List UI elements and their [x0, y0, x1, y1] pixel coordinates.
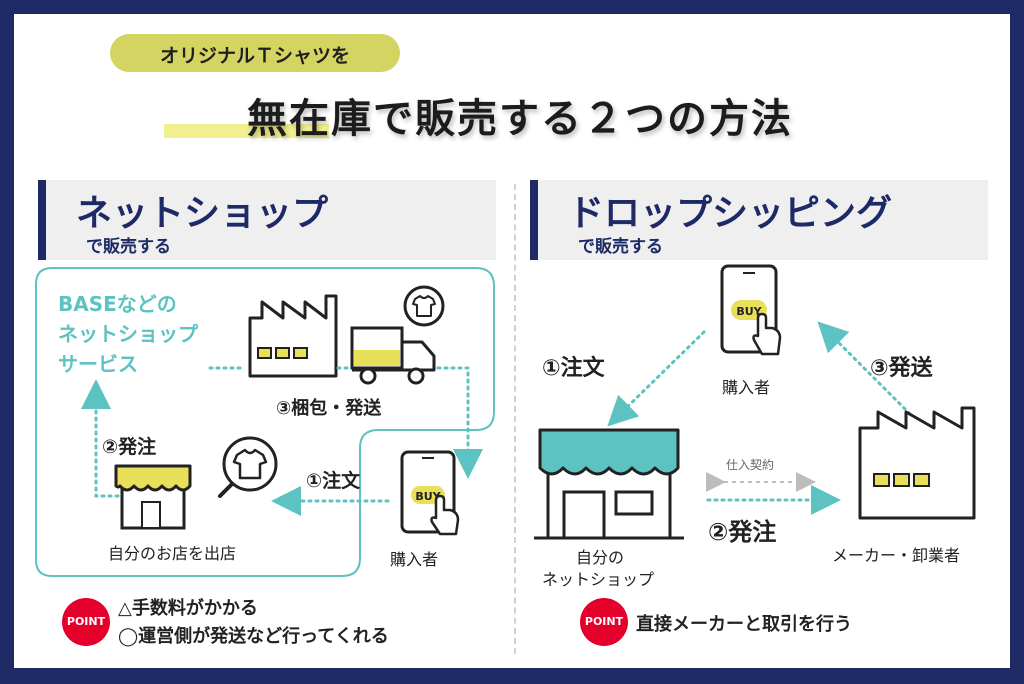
platform-label-line3: サービス: [58, 352, 138, 376]
contract-label: 仕入契約: [726, 458, 775, 472]
left-section-title: ネットショップ: [76, 193, 329, 234]
tshirt-bubble-icon: [403, 285, 445, 327]
page-title: 無在庫で販売する２つの方法: [247, 96, 793, 142]
right-section-title: ドロップシッピング: [568, 193, 893, 234]
left-point-line2: ◯運営側が発送など行ってくれる: [118, 626, 389, 647]
right-step2-label: ②発注: [708, 518, 777, 546]
arrow-truck-to-buyer: [436, 366, 483, 479]
tshirt-magnifier-icon: [218, 436, 278, 498]
right-step1-label: ①注文: [542, 356, 605, 381]
right-shop-label-line1: 自分の: [576, 548, 625, 567]
right-arrow-order: [607, 330, 706, 427]
right-buyer-phone-icon: BUY: [720, 264, 782, 356]
shop-label: 自分のお店を出店: [108, 544, 237, 563]
arrow-shop-to-platform: [81, 379, 120, 498]
platform-outline: [35, 267, 495, 577]
flow-diagram: BUY BUY: [35, 264, 976, 577]
right-buy-text: BUY: [736, 305, 762, 318]
step1-order-label: ①注文: [306, 470, 361, 492]
header-pill-text: オリジナルＴシャツを: [159, 45, 350, 67]
right-section-subtitle: で販売する: [578, 237, 663, 257]
right-arrow-ship: [817, 321, 912, 416]
truck-icon: [350, 326, 436, 385]
step2-order-label: ②発注: [102, 436, 157, 458]
right-step3-label: ③発送: [870, 356, 933, 381]
right-point-text: 直接メーカーと取引を行う: [636, 614, 852, 635]
maker-label: メーカー・卸業者: [832, 546, 961, 565]
left-section-header: ネットショップ で販売する: [38, 180, 496, 260]
infographic-frame: オリジナルＴシャツを 無在庫で販売する２つの方法 ネットショップ で販売する ド…: [14, 14, 1010, 668]
right-point-badge: POINT: [580, 598, 628, 646]
platform-label-line1: BASEなどの: [58, 292, 177, 316]
right-section-header: ドロップシッピング で販売する: [530, 180, 988, 260]
platform-label-line2: ネットショップ: [58, 322, 198, 346]
title-highlight: [164, 124, 329, 138]
header-pill: オリジナルＴシャツを: [110, 34, 400, 72]
shop-icon: [114, 464, 192, 530]
factory-icon: [248, 294, 338, 378]
column-divider: [514, 184, 516, 654]
left-point-badge: POINT: [62, 598, 110, 646]
buyer-phone-icon: BUY: [400, 450, 460, 536]
left-section-bar: [38, 180, 46, 260]
right-shop-label-line2: ネットショップ: [542, 570, 655, 589]
left-section-subtitle: で販売する: [86, 237, 171, 257]
right-factory-icon: [858, 406, 976, 520]
step3-pack-ship-label: ③梱包・発送: [276, 398, 382, 419]
left-point-line1: △手数料がかかる: [118, 598, 258, 619]
right-section-bar: [530, 180, 538, 260]
buyer-label: 購入者: [390, 550, 439, 569]
right-shop-icon: [534, 428, 684, 540]
right-buyer-label: 購入者: [722, 378, 771, 397]
